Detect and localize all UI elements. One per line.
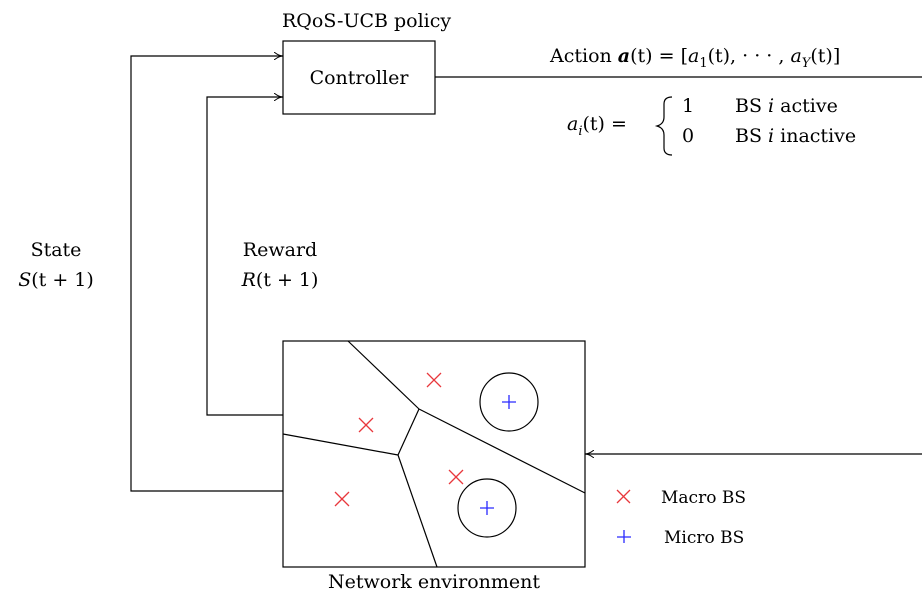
state-expression: S(t + 1) <box>18 269 94 291</box>
environment-box <box>282 340 586 568</box>
reward-arrow <box>206 97 283 416</box>
controller-label: Controller <box>310 67 410 89</box>
action-first: a <box>688 45 699 67</box>
micro-bs-icon <box>502 395 516 409</box>
case-active-value: 1 <box>682 95 694 117</box>
legend-macro-icon <box>616 489 631 504</box>
policy-label: RQoS-UCB policy <box>282 10 451 32</box>
action-vector-symbol: a <box>618 45 630 67</box>
def-lhs-sub: i <box>578 124 582 139</box>
micro-cell-circle <box>479 372 539 432</box>
def-lhs-rest: (t) = <box>583 113 627 135</box>
macro-bs-icon <box>334 491 350 507</box>
legend-macro-label: Macro BS <box>661 488 746 508</box>
action-equation: Action a(t) = [a1(t), · · · , aY(t)] <box>549 45 840 71</box>
state-arrow <box>130 56 283 492</box>
brace <box>654 96 673 156</box>
action-prefix: Action <box>549 45 612 67</box>
case-inactive-value: 0 <box>682 125 694 147</box>
state-title: State <box>31 239 82 261</box>
action-last: a <box>790 45 801 67</box>
action-last-sub: Y <box>802 56 812 71</box>
action-def-lhs: ai(t) = <box>567 113 627 139</box>
macro-bs-icon <box>358 417 374 433</box>
macro-bs-icon <box>448 469 464 485</box>
action-first-arg: (t), · · · , <box>708 45 791 67</box>
micro-cell-circle <box>457 478 517 538</box>
def-lhs-var: a <box>567 113 578 135</box>
macro-bs-icon <box>426 372 442 388</box>
action-first-sub: 1 <box>699 56 707 71</box>
action-vector-arg: (t) = [ <box>630 45 688 67</box>
action-last-arg: (t)] <box>810 45 840 67</box>
legend-micro-label: Micro BS <box>664 528 744 548</box>
reward-title: Reward <box>243 239 317 261</box>
legend-micro-icon <box>617 530 631 543</box>
environment-caption: Network environment <box>328 571 540 593</box>
reward-expression: R(t + 1) <box>241 269 319 291</box>
micro-bs-icon <box>480 501 494 515</box>
voronoi-cells <box>282 340 586 568</box>
legend: Macro BS Micro BS <box>616 488 746 548</box>
